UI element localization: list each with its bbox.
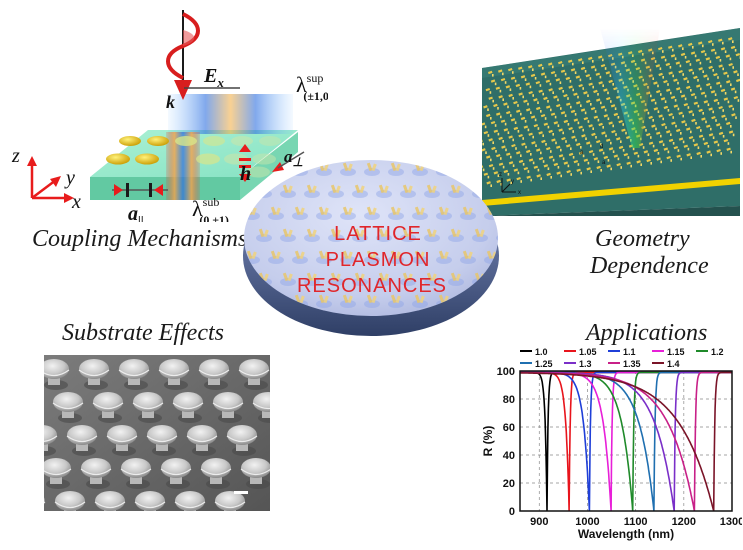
legend-label: 1.3: [579, 359, 592, 369]
caption-substrate-effects: Substrate Effects: [62, 320, 224, 346]
e-field-label: Ex: [203, 65, 224, 90]
chart-grid: [520, 371, 732, 511]
axis-y-label: y: [64, 167, 75, 189]
y-tick-label: 20: [503, 478, 515, 490]
y-tick-label: 0: [509, 506, 515, 518]
y-tick-label: 100: [497, 366, 515, 378]
a-perp-marker: [272, 151, 305, 172]
scattered-wave-sup: [168, 94, 293, 134]
lambda-sup-label: λsup(±1,0): [296, 71, 328, 103]
title-line-1: LATTICE: [334, 223, 422, 245]
legend-label: 1.2: [711, 347, 724, 357]
caption-geometry-line1: Geometry: [595, 226, 690, 252]
coupling-schematic: z y x k Ex h a|| a⊥ λsup(±1,0) λsub(0,±1…: [11, 10, 328, 222]
reflectance-chart: 1.0 1.05 1.1 1.15 1.2 1.25 1.3 1.35 1.4 0 20 40 60 8…: [481, 347, 742, 541]
y-axis-title: R (%): [481, 426, 495, 457]
caption-coupling-mechanisms: Coupling Mechanisms: [32, 226, 248, 252]
chart-legend: 1.0 1.05 1.1 1.15 1.2 1.25 1.3 1.35 1.4: [520, 347, 724, 369]
caption-applications: Applications: [586, 320, 708, 346]
legend-label: 1.4: [667, 359, 680, 369]
nanodisk-array: [106, 136, 281, 178]
x-tick-label: 1000: [575, 516, 599, 528]
geom-label-d: d: [600, 144, 603, 150]
x-axis-title: Wavelength (nm): [578, 527, 674, 541]
geom-axes-icon: x y z: [499, 172, 521, 196]
geometry-panel: d a a x y z: [482, 28, 740, 216]
legend-label: 1.1: [623, 347, 636, 357]
x-tick-label: 1100: [624, 516, 648, 528]
legend-label: 1.05: [579, 347, 597, 357]
chart-ticks: 0 20 40 60 80 100 900 1000 1100 1200 1300: [497, 366, 742, 528]
x-tick-label: 1300: [720, 516, 742, 528]
series-line-1.25: [520, 371, 732, 512]
geom-label-a2: a: [580, 150, 584, 156]
title-line-3: RESONANCES: [297, 275, 447, 297]
lambda-sub-label: λsub(0,±1): [192, 195, 229, 222]
nanorod-array: [482, 37, 740, 187]
a-perp-label: a⊥: [284, 147, 303, 169]
svg-text:y: y: [511, 179, 514, 185]
sem-image: [44, 355, 270, 511]
legend-label: 1.35: [623, 359, 641, 369]
light-beam: [600, 28, 660, 148]
caption-geometry-line2: Dependence: [590, 253, 709, 279]
series-line-1.4: [520, 371, 732, 512]
a-parallel-label: a||: [128, 203, 144, 222]
svg-text:z: z: [499, 172, 502, 178]
geom-label-a1: a: [602, 160, 606, 166]
a-parallel-marker: [112, 183, 168, 197]
x-tick-label: 1200: [672, 516, 696, 528]
y-tick-label: 60: [503, 422, 515, 434]
x-tick-label: 900: [530, 516, 548, 528]
h-label: h: [240, 163, 251, 185]
y-tick-label: 40: [503, 450, 515, 462]
central-disc: LATTICE PLASMON RESONANCES: [243, 160, 499, 336]
chart-lines: [520, 371, 732, 512]
axes-icon: [27, 156, 74, 203]
legend-label: 1.15: [667, 347, 685, 357]
h-marker: [239, 144, 251, 182]
incident-wave-arrow: [166, 10, 200, 100]
title-line-2: PLASMON: [326, 249, 431, 271]
chart-frame: [519, 370, 733, 512]
axis-z-label: z: [11, 145, 20, 167]
axis-x-label: x: [71, 191, 81, 213]
scale-bar: [234, 491, 248, 494]
y-tick-label: 80: [503, 394, 515, 406]
svg-text:x: x: [518, 190, 521, 196]
legend-label: 1.25: [535, 359, 553, 369]
k-label: k: [166, 92, 175, 112]
legend-label: 1.0: [535, 347, 548, 357]
